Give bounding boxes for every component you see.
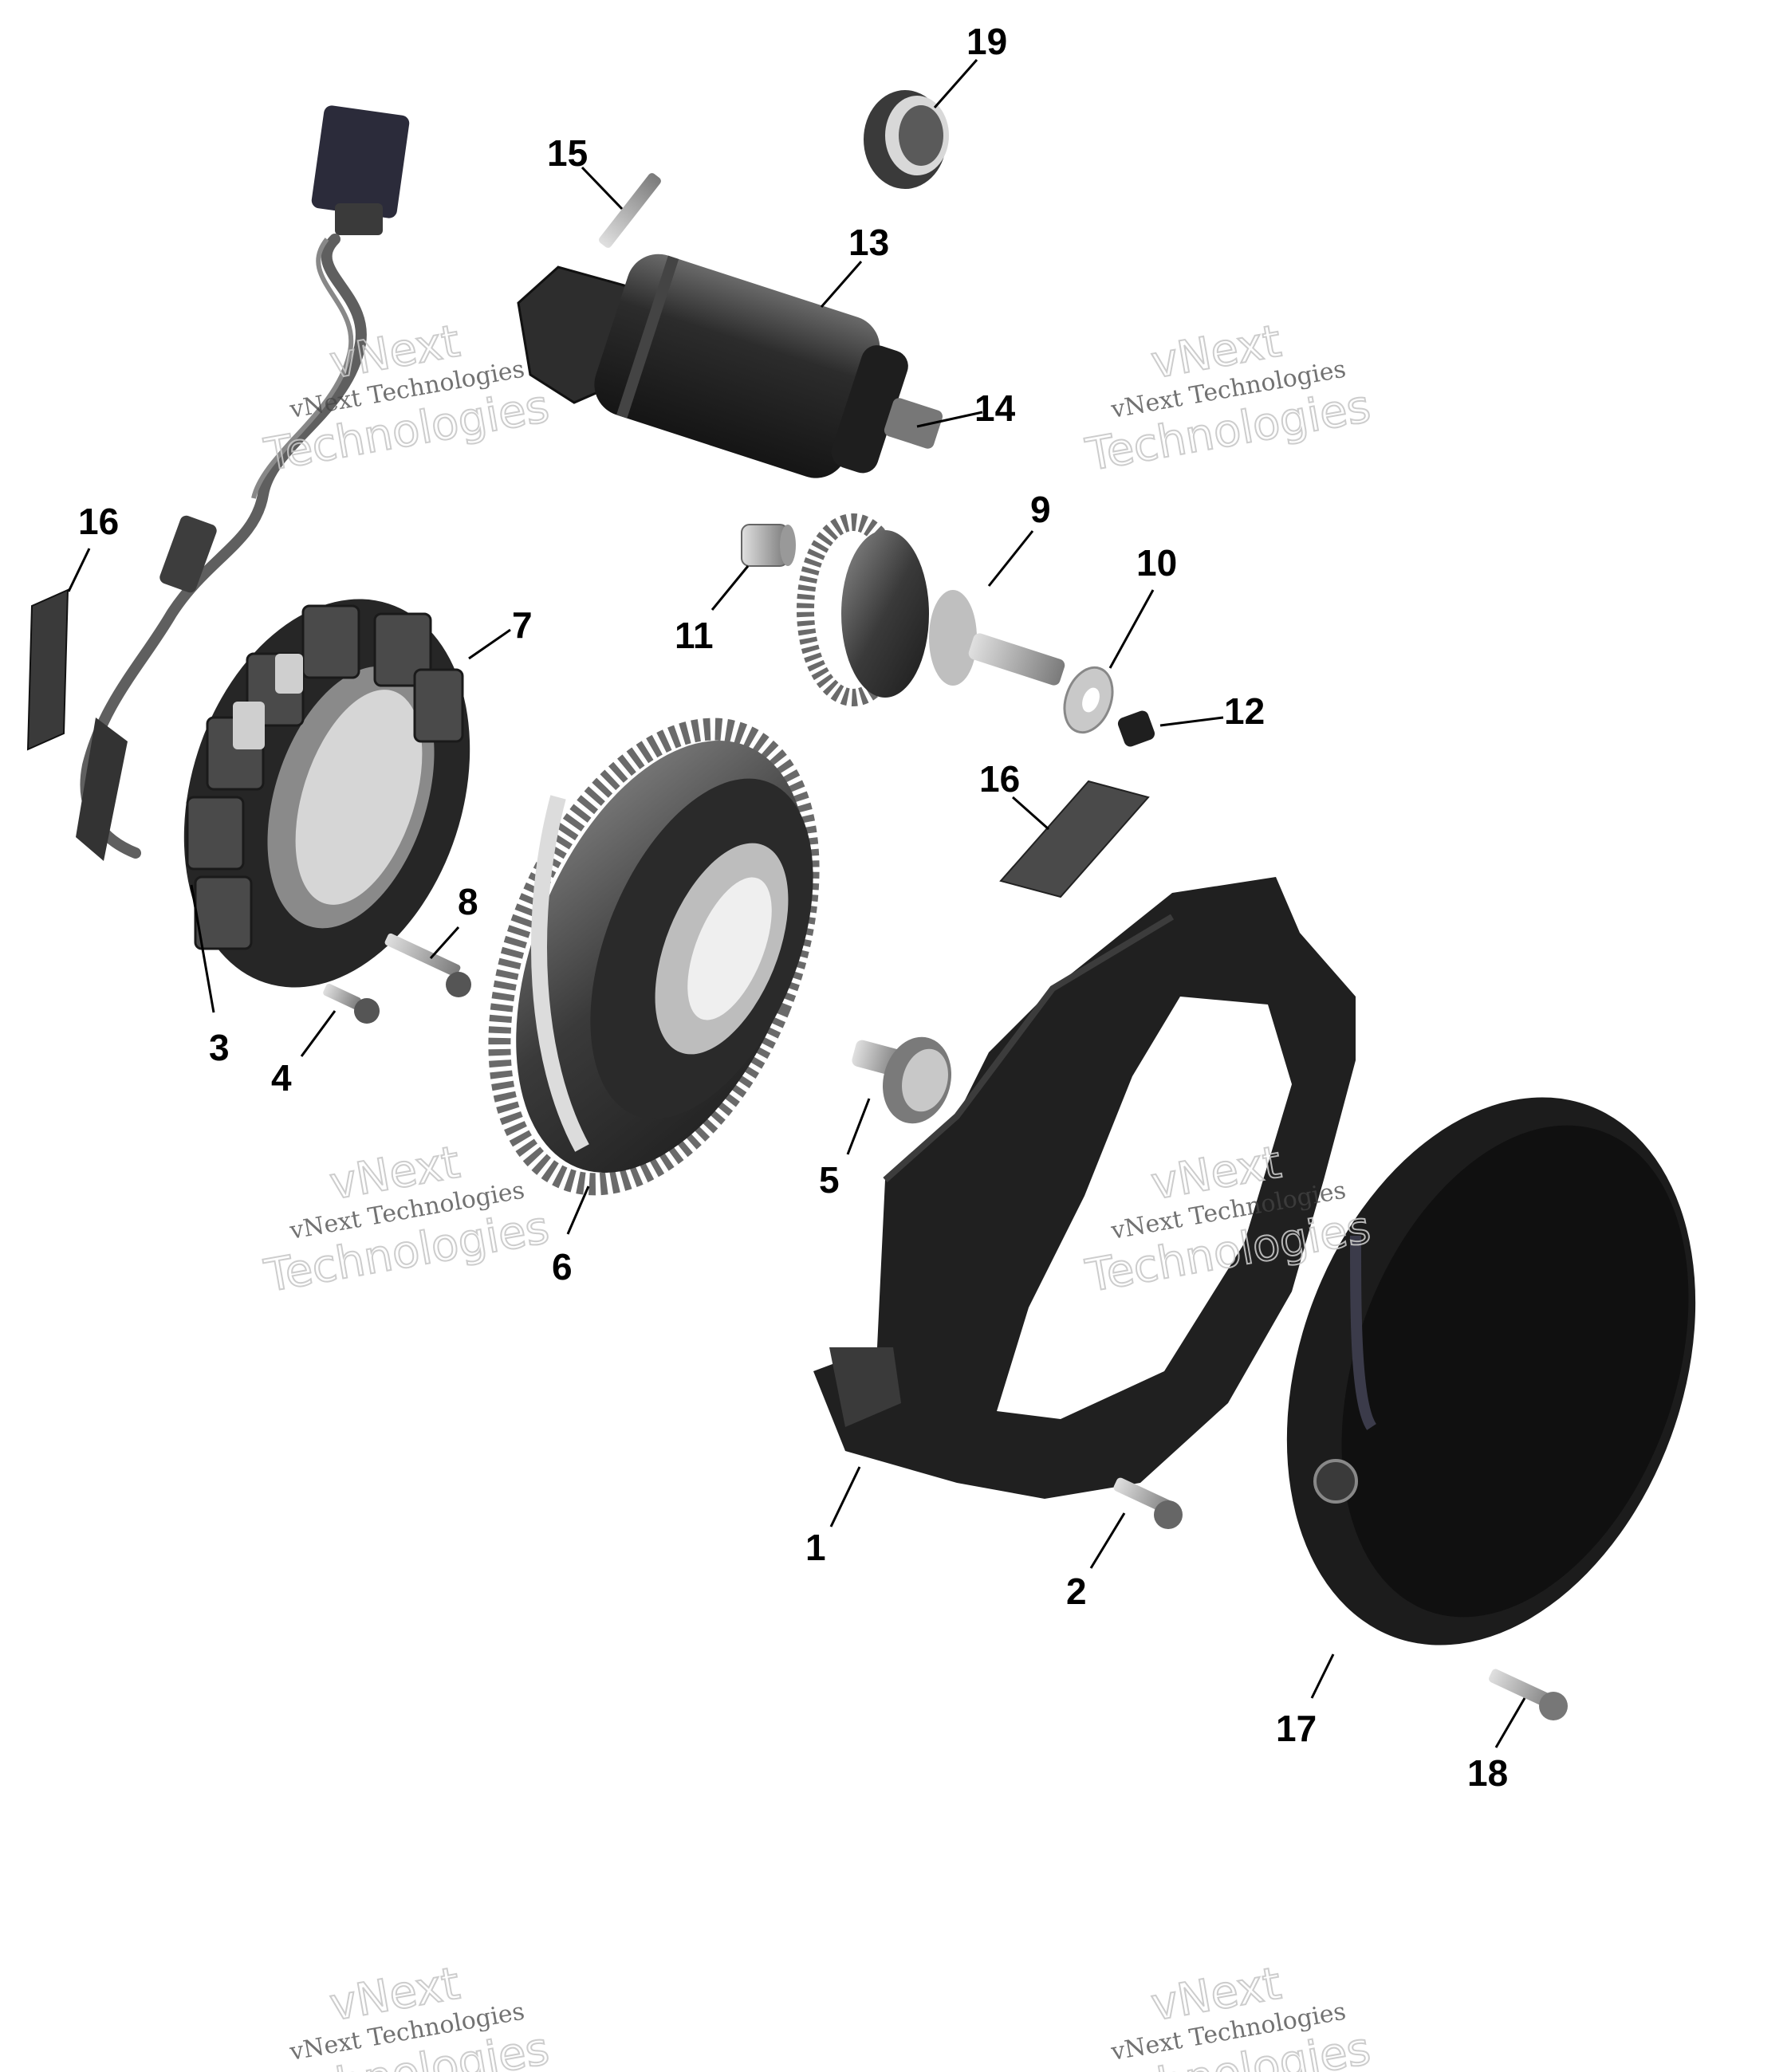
starter-end-cap (831, 345, 908, 474)
leader-16b (1012, 796, 1049, 831)
leader-lines (67, 59, 1526, 1748)
leader-5 (846, 1098, 871, 1155)
callout-14: 14 (974, 387, 1016, 429)
cover-rim-highlight (1350, 1235, 1377, 1430)
starter-drive (797, 513, 1065, 706)
watermark-6: vNext Technologies vNext Technologies (1081, 1957, 1376, 2072)
callout-16a: 16 (78, 501, 119, 542)
callout-8: 8 (458, 881, 478, 922)
adhesive-pad-right (999, 780, 1150, 898)
callout-1: 1 (805, 1527, 826, 1568)
callout-13: 13 (848, 222, 889, 263)
drive-body (841, 530, 929, 698)
leader-6 (566, 1185, 590, 1235)
leader-12 (1159, 716, 1224, 727)
callout-5: 5 (819, 1159, 840, 1201)
stator (183, 599, 470, 988)
callout-labels: 1 2 3 4 5 6 7 8 9 10 11 12 13 14 15 16 1… (78, 21, 1508, 1794)
bushing-19 (864, 90, 949, 189)
adhesive-pad-left (26, 588, 69, 751)
leader-2 (1089, 1512, 1126, 1569)
housing-inner (997, 997, 1292, 1419)
harness-wire (80, 234, 367, 859)
callout-17: 17 (1276, 1708, 1317, 1749)
flywheel-bore (687, 877, 772, 1020)
nut-12 (1117, 710, 1155, 747)
watermark-1: vNext Technologies vNext Technologies (260, 315, 554, 482)
callout-6: 6 (552, 1246, 573, 1288)
harness-sheath (76, 718, 128, 861)
harness-wire-2 (251, 238, 354, 499)
callout-3: 3 (209, 1027, 230, 1068)
connector-latch (335, 203, 383, 235)
drive-shaft (968, 633, 1065, 686)
callout-4: 4 (271, 1057, 292, 1099)
starter-motor (517, 254, 943, 478)
callout-9: 9 (1030, 489, 1051, 530)
leader-16a (67, 548, 91, 592)
cover-boss (1313, 1459, 1358, 1504)
screw-15 (599, 173, 661, 248)
leader-8 (429, 926, 460, 960)
callout-15: 15 (547, 132, 588, 174)
callout-2: 2 (1066, 1571, 1087, 1612)
callout-11: 11 (675, 615, 714, 656)
callout-10: 10 (1136, 542, 1177, 584)
plug-5 (852, 1036, 951, 1124)
wiring-harness (76, 105, 410, 861)
connector-plug (311, 105, 410, 218)
housing-highlight (829, 1347, 901, 1427)
leader-10 (1108, 589, 1155, 669)
bushing-11 (741, 524, 796, 567)
callout-18: 18 (1467, 1752, 1508, 1794)
leader-18 (1494, 1697, 1526, 1748)
callout-7: 7 (512, 604, 533, 646)
leader-13 (820, 261, 863, 308)
inline-connector (159, 515, 217, 593)
leader-19 (933, 59, 978, 108)
starter-shaft (884, 398, 943, 449)
callout-12: 12 (1224, 690, 1265, 732)
stator-ring-bore (295, 690, 423, 905)
magneto-housing (813, 877, 1356, 1499)
watermarks: vNext Technologies vNext Technologies vN… (260, 315, 1376, 2072)
leader-3 (190, 884, 215, 1013)
screw-18 (1489, 1669, 1568, 1720)
watermark-2: vNext Technologies vNext Technologies (1081, 315, 1376, 482)
stator-coils (186, 604, 464, 950)
screw-8 (384, 933, 471, 997)
cover-face (1341, 1125, 1689, 1618)
leader-1 (829, 1466, 861, 1527)
watermark-5: vNext Technologies vNext Technologies (260, 1957, 554, 2072)
leader-17 (1310, 1653, 1335, 1699)
callout-16b: 16 (979, 758, 1020, 800)
leader-9 (987, 530, 1034, 587)
drive-pinion (929, 590, 977, 686)
leader-7 (468, 628, 511, 660)
flywheel-rim-highlight (531, 795, 589, 1152)
flywheel (488, 718, 820, 1196)
starter-band (616, 255, 679, 419)
leader-4 (300, 1010, 337, 1057)
leader-14 (916, 411, 983, 428)
starter-body (594, 254, 880, 478)
callout-19: 19 (966, 21, 1007, 62)
washer-10 (1063, 666, 1114, 734)
housing-rim (883, 914, 1175, 1182)
screw-2 (1113, 1477, 1183, 1529)
watermark-3: vNext Technologies vNext Technologies (260, 1136, 554, 1303)
magneto-cover (1286, 1097, 1696, 1645)
leader-11 (710, 565, 750, 611)
stator-coil-highlights (233, 654, 303, 749)
leader-15 (581, 166, 624, 210)
screw-4 (323, 983, 380, 1024)
